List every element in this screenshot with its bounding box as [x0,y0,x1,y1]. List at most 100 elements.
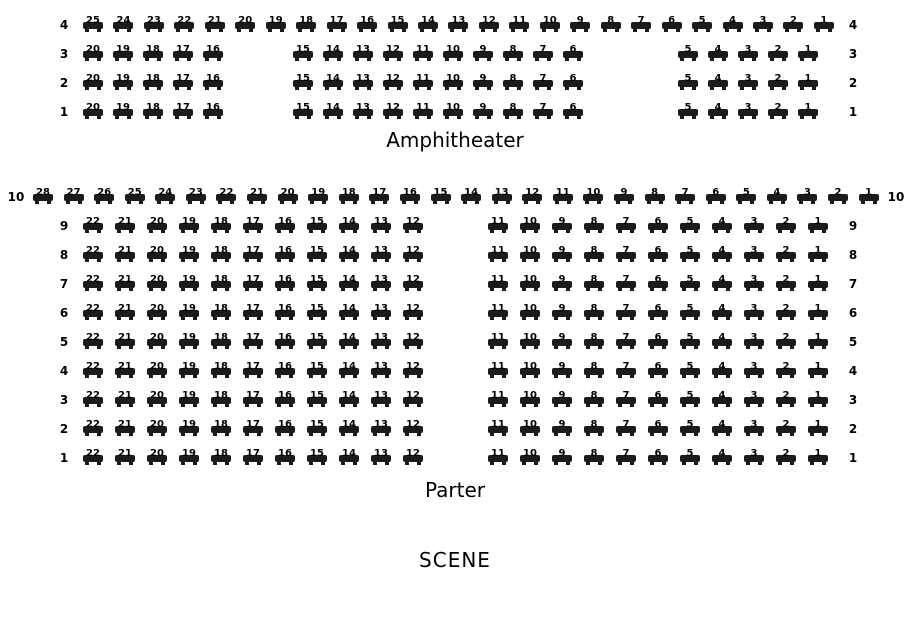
seat-parter-row1-7[interactable]: 7 [615,448,637,466]
seat-parter-row7-22[interactable]: 22 [82,274,104,292]
seat-parter-row10-13[interactable]: 13 [491,187,513,205]
seat-parter-row1-18[interactable]: 18 [210,448,232,466]
seat-amphitheater-row4-7[interactable]: 7 [630,15,652,33]
seat-parter-row2-12[interactable]: 12 [402,419,424,437]
seat-amphitheater-row1-10[interactable]: 10 [442,102,464,120]
seat-amphitheater-row4-14[interactable]: 14 [417,15,439,33]
seat-parter-row10-8[interactable]: 8 [644,187,666,205]
seat-parter-row7-8[interactable]: 8 [583,274,605,292]
seat-parter-row10-6[interactable]: 6 [705,187,727,205]
seat-parter-row9-19[interactable]: 19 [178,216,200,234]
seat-parter-row5-17[interactable]: 17 [242,332,264,350]
seat-parter-row3-16[interactable]: 16 [274,390,296,408]
seat-amphitheater-row1-18[interactable]: 18 [142,102,164,120]
seat-parter-row10-22[interactable]: 22 [215,187,237,205]
seat-amphitheater-row4-11[interactable]: 11 [508,15,530,33]
seat-parter-row10-17[interactable]: 17 [368,187,390,205]
seat-amphitheater-row4-6[interactable]: 6 [661,15,683,33]
seat-parter-row7-18[interactable]: 18 [210,274,232,292]
seat-amphitheater-row4-25[interactable]: 25 [82,15,104,33]
seat-parter-row8-13[interactable]: 13 [370,245,392,263]
seat-parter-row8-9[interactable]: 9 [551,245,573,263]
seat-parter-row2-20[interactable]: 20 [146,419,168,437]
seat-amphitheater-row3-2[interactable]: 2 [767,44,789,62]
seat-amphitheater-row3-14[interactable]: 14 [322,44,344,62]
seat-parter-row2-18[interactable]: 18 [210,419,232,437]
seat-amphitheater-row4-8[interactable]: 8 [600,15,622,33]
seat-amphitheater-row4-5[interactable]: 5 [691,15,713,33]
seat-parter-row1-15[interactable]: 15 [306,448,328,466]
seat-parter-row10-18[interactable]: 18 [338,187,360,205]
seat-parter-row1-1[interactable]: 1 [807,448,829,466]
seat-parter-row8-1[interactable]: 1 [807,245,829,263]
seat-parter-row10-25[interactable]: 25 [124,187,146,205]
seat-amphitheater-row1-14[interactable]: 14 [322,102,344,120]
seat-parter-row10-27[interactable]: 27 [63,187,85,205]
seat-parter-row5-14[interactable]: 14 [338,332,360,350]
seat-amphitheater-row3-7[interactable]: 7 [532,44,554,62]
seat-amphitheater-row4-16[interactable]: 16 [356,15,378,33]
seat-amphitheater-row2-20[interactable]: 20 [82,73,104,91]
seat-parter-row6-17[interactable]: 17 [242,303,264,321]
seat-parter-row6-13[interactable]: 13 [370,303,392,321]
seat-parter-row9-2[interactable]: 2 [775,216,797,234]
seat-parter-row10-9[interactable]: 9 [613,187,635,205]
seat-parter-row8-12[interactable]: 12 [402,245,424,263]
seat-parter-row3-9[interactable]: 9 [551,390,573,408]
seat-parter-row2-9[interactable]: 9 [551,419,573,437]
seat-parter-row8-15[interactable]: 15 [306,245,328,263]
seat-parter-row9-14[interactable]: 14 [338,216,360,234]
seat-parter-row4-6[interactable]: 6 [647,361,669,379]
seat-parter-row1-8[interactable]: 8 [583,448,605,466]
seat-parter-row6-10[interactable]: 10 [519,303,541,321]
seat-parter-row7-4[interactable]: 4 [711,274,733,292]
seat-parter-row2-7[interactable]: 7 [615,419,637,437]
seat-amphitheater-row4-1[interactable]: 1 [813,15,835,33]
seat-parter-row4-13[interactable]: 13 [370,361,392,379]
seat-parter-row4-2[interactable]: 2 [775,361,797,379]
seat-parter-row5-3[interactable]: 3 [743,332,765,350]
seat-amphitheater-row1-16[interactable]: 16 [202,102,224,120]
seat-parter-row9-4[interactable]: 4 [711,216,733,234]
seat-parter-row8-18[interactable]: 18 [210,245,232,263]
seat-parter-row2-10[interactable]: 10 [519,419,541,437]
seat-parter-row6-5[interactable]: 5 [679,303,701,321]
seat-amphitheater-row4-20[interactable]: 20 [234,15,256,33]
seat-parter-row3-5[interactable]: 5 [679,390,701,408]
seat-parter-row5-18[interactable]: 18 [210,332,232,350]
seat-parter-row7-6[interactable]: 6 [647,274,669,292]
seat-parter-row4-4[interactable]: 4 [711,361,733,379]
seat-amphitheater-row2-17[interactable]: 17 [172,73,194,91]
seat-amphitheater-row1-13[interactable]: 13 [352,102,374,120]
seat-parter-row3-20[interactable]: 20 [146,390,168,408]
seat-parter-row9-5[interactable]: 5 [679,216,701,234]
seat-amphitheater-row2-4[interactable]: 4 [707,73,729,91]
seat-parter-row3-12[interactable]: 12 [402,390,424,408]
seat-amphitheater-row1-2[interactable]: 2 [767,102,789,120]
seat-amphitheater-row3-12[interactable]: 12 [382,44,404,62]
seat-parter-row2-14[interactable]: 14 [338,419,360,437]
seat-parter-row7-11[interactable]: 11 [487,274,509,292]
seat-parter-row7-9[interactable]: 9 [551,274,573,292]
seat-parter-row9-3[interactable]: 3 [743,216,765,234]
seat-amphitheater-row1-12[interactable]: 12 [382,102,404,120]
seat-amphitheater-row3-3[interactable]: 3 [737,44,759,62]
seat-parter-row8-20[interactable]: 20 [146,245,168,263]
seat-parter-row8-11[interactable]: 11 [487,245,509,263]
seat-amphitheater-row3-4[interactable]: 4 [707,44,729,62]
seat-parter-row6-8[interactable]: 8 [583,303,605,321]
seat-amphitheater-row4-22[interactable]: 22 [173,15,195,33]
seat-parter-row10-28[interactable]: 28 [32,187,54,205]
seat-parter-row7-3[interactable]: 3 [743,274,765,292]
seat-parter-row5-11[interactable]: 11 [487,332,509,350]
seat-amphitheater-row3-8[interactable]: 8 [502,44,524,62]
seat-amphitheater-row4-13[interactable]: 13 [447,15,469,33]
seat-parter-row1-14[interactable]: 14 [338,448,360,466]
seat-parter-row3-11[interactable]: 11 [487,390,509,408]
seat-amphitheater-row4-24[interactable]: 24 [112,15,134,33]
seat-parter-row6-20[interactable]: 20 [146,303,168,321]
seat-parter-row2-21[interactable]: 21 [114,419,136,437]
seat-parter-row8-4[interactable]: 4 [711,245,733,263]
seat-parter-row6-6[interactable]: 6 [647,303,669,321]
seat-parter-row6-16[interactable]: 16 [274,303,296,321]
